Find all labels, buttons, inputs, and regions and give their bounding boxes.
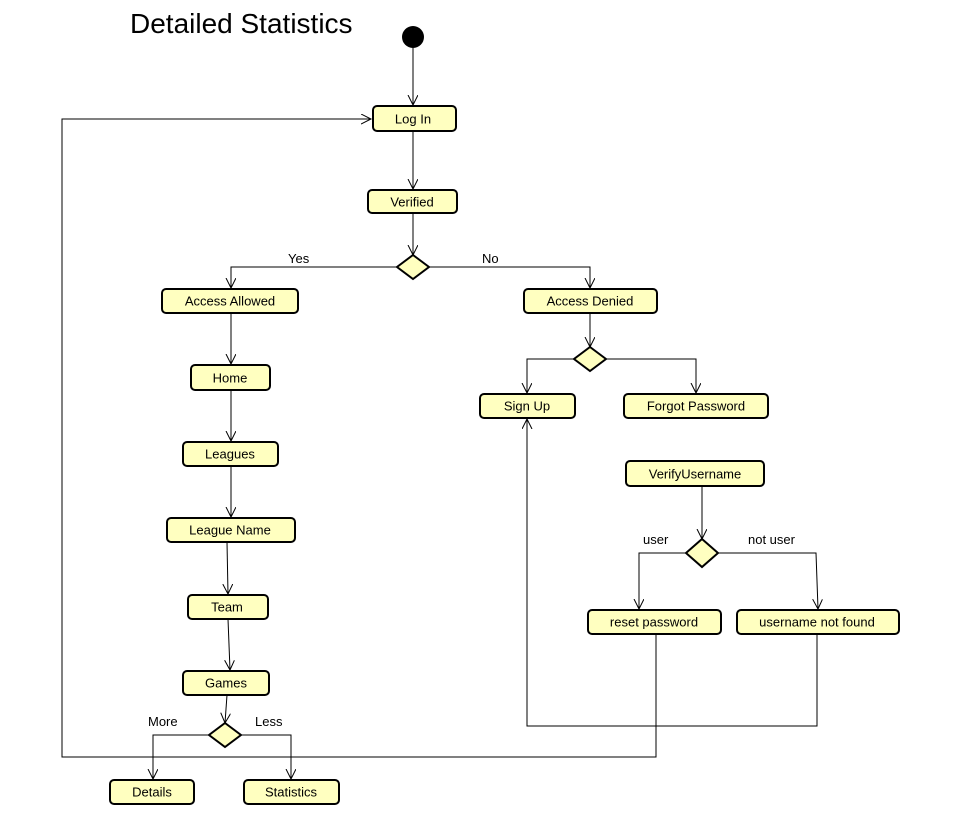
node-label: Home	[213, 371, 248, 386]
label-more: More	[148, 714, 178, 729]
edge-less-statistics	[241, 734, 291, 779]
edge-notfound-signup	[527, 419, 818, 727]
edge-reset-login	[61, 119, 657, 758]
edge-notuser-notfound	[718, 552, 818, 609]
node-access-denied[interactable]: Access Denied	[523, 288, 658, 314]
node-label: Access Denied	[547, 294, 634, 309]
node-label: Verified	[390, 195, 433, 210]
label-no: No	[482, 251, 499, 266]
edge-no-access-denied	[429, 266, 590, 288]
label-user: user	[643, 532, 669, 547]
node-verify-username[interactable]: VerifyUsername	[625, 460, 765, 487]
node-label: Team	[211, 600, 243, 615]
edge-decision-signup	[527, 358, 574, 393]
node-league-name[interactable]: League Name	[166, 517, 296, 543]
node-games[interactable]: Games	[182, 670, 270, 696]
node-label: Sign Up	[504, 399, 550, 414]
node-label: League Name	[189, 523, 271, 538]
node-home[interactable]: Home	[190, 364, 271, 391]
node-verified[interactable]: Verified	[367, 189, 458, 214]
edges	[61, 48, 818, 779]
edge-games-decision	[225, 694, 227, 723]
node-label: Log In	[395, 112, 431, 127]
node-username-not-found[interactable]: username not found	[736, 609, 900, 635]
edge-leaguename-team	[227, 541, 228, 594]
decision-games	[207, 721, 243, 749]
node-label: Forgot Password	[647, 399, 745, 414]
decision-verified	[395, 253, 431, 281]
node-label: VerifyUsername	[649, 467, 741, 482]
start-node	[402, 26, 424, 48]
label-less: Less	[255, 714, 283, 729]
node-label: Details	[132, 785, 172, 800]
edge-decision-forgot	[606, 358, 696, 393]
decision-access-denied	[572, 345, 608, 373]
node-statistics[interactable]: Statistics	[243, 779, 340, 805]
diagram-title: Detailed Statistics	[130, 8, 353, 39]
node-label: reset password	[610, 615, 698, 630]
node-team[interactable]: Team	[187, 594, 269, 620]
node-label: Access Allowed	[185, 294, 275, 309]
node-reset-password[interactable]: reset password	[587, 609, 722, 635]
node-login[interactable]: Log In	[372, 105, 457, 132]
node-access-allowed[interactable]: Access Allowed	[161, 288, 299, 314]
node-forgot-password[interactable]: Forgot Password	[623, 393, 769, 419]
node-label: Leagues	[205, 447, 255, 462]
node-label: username not found	[759, 615, 875, 630]
label-yes: Yes	[288, 251, 310, 266]
decision-username	[684, 537, 720, 569]
node-details[interactable]: Details	[109, 779, 195, 805]
node-sign-up[interactable]: Sign Up	[479, 393, 576, 419]
edge-team-games	[228, 618, 230, 670]
edge-more-details	[153, 734, 209, 779]
label-not-user: not user	[748, 532, 796, 547]
edge-user-reset	[639, 552, 686, 609]
node-label: Statistics	[265, 785, 318, 800]
edge-yes-access-allowed	[231, 266, 397, 288]
node-leagues[interactable]: Leagues	[182, 441, 279, 467]
node-label: Games	[205, 676, 247, 691]
